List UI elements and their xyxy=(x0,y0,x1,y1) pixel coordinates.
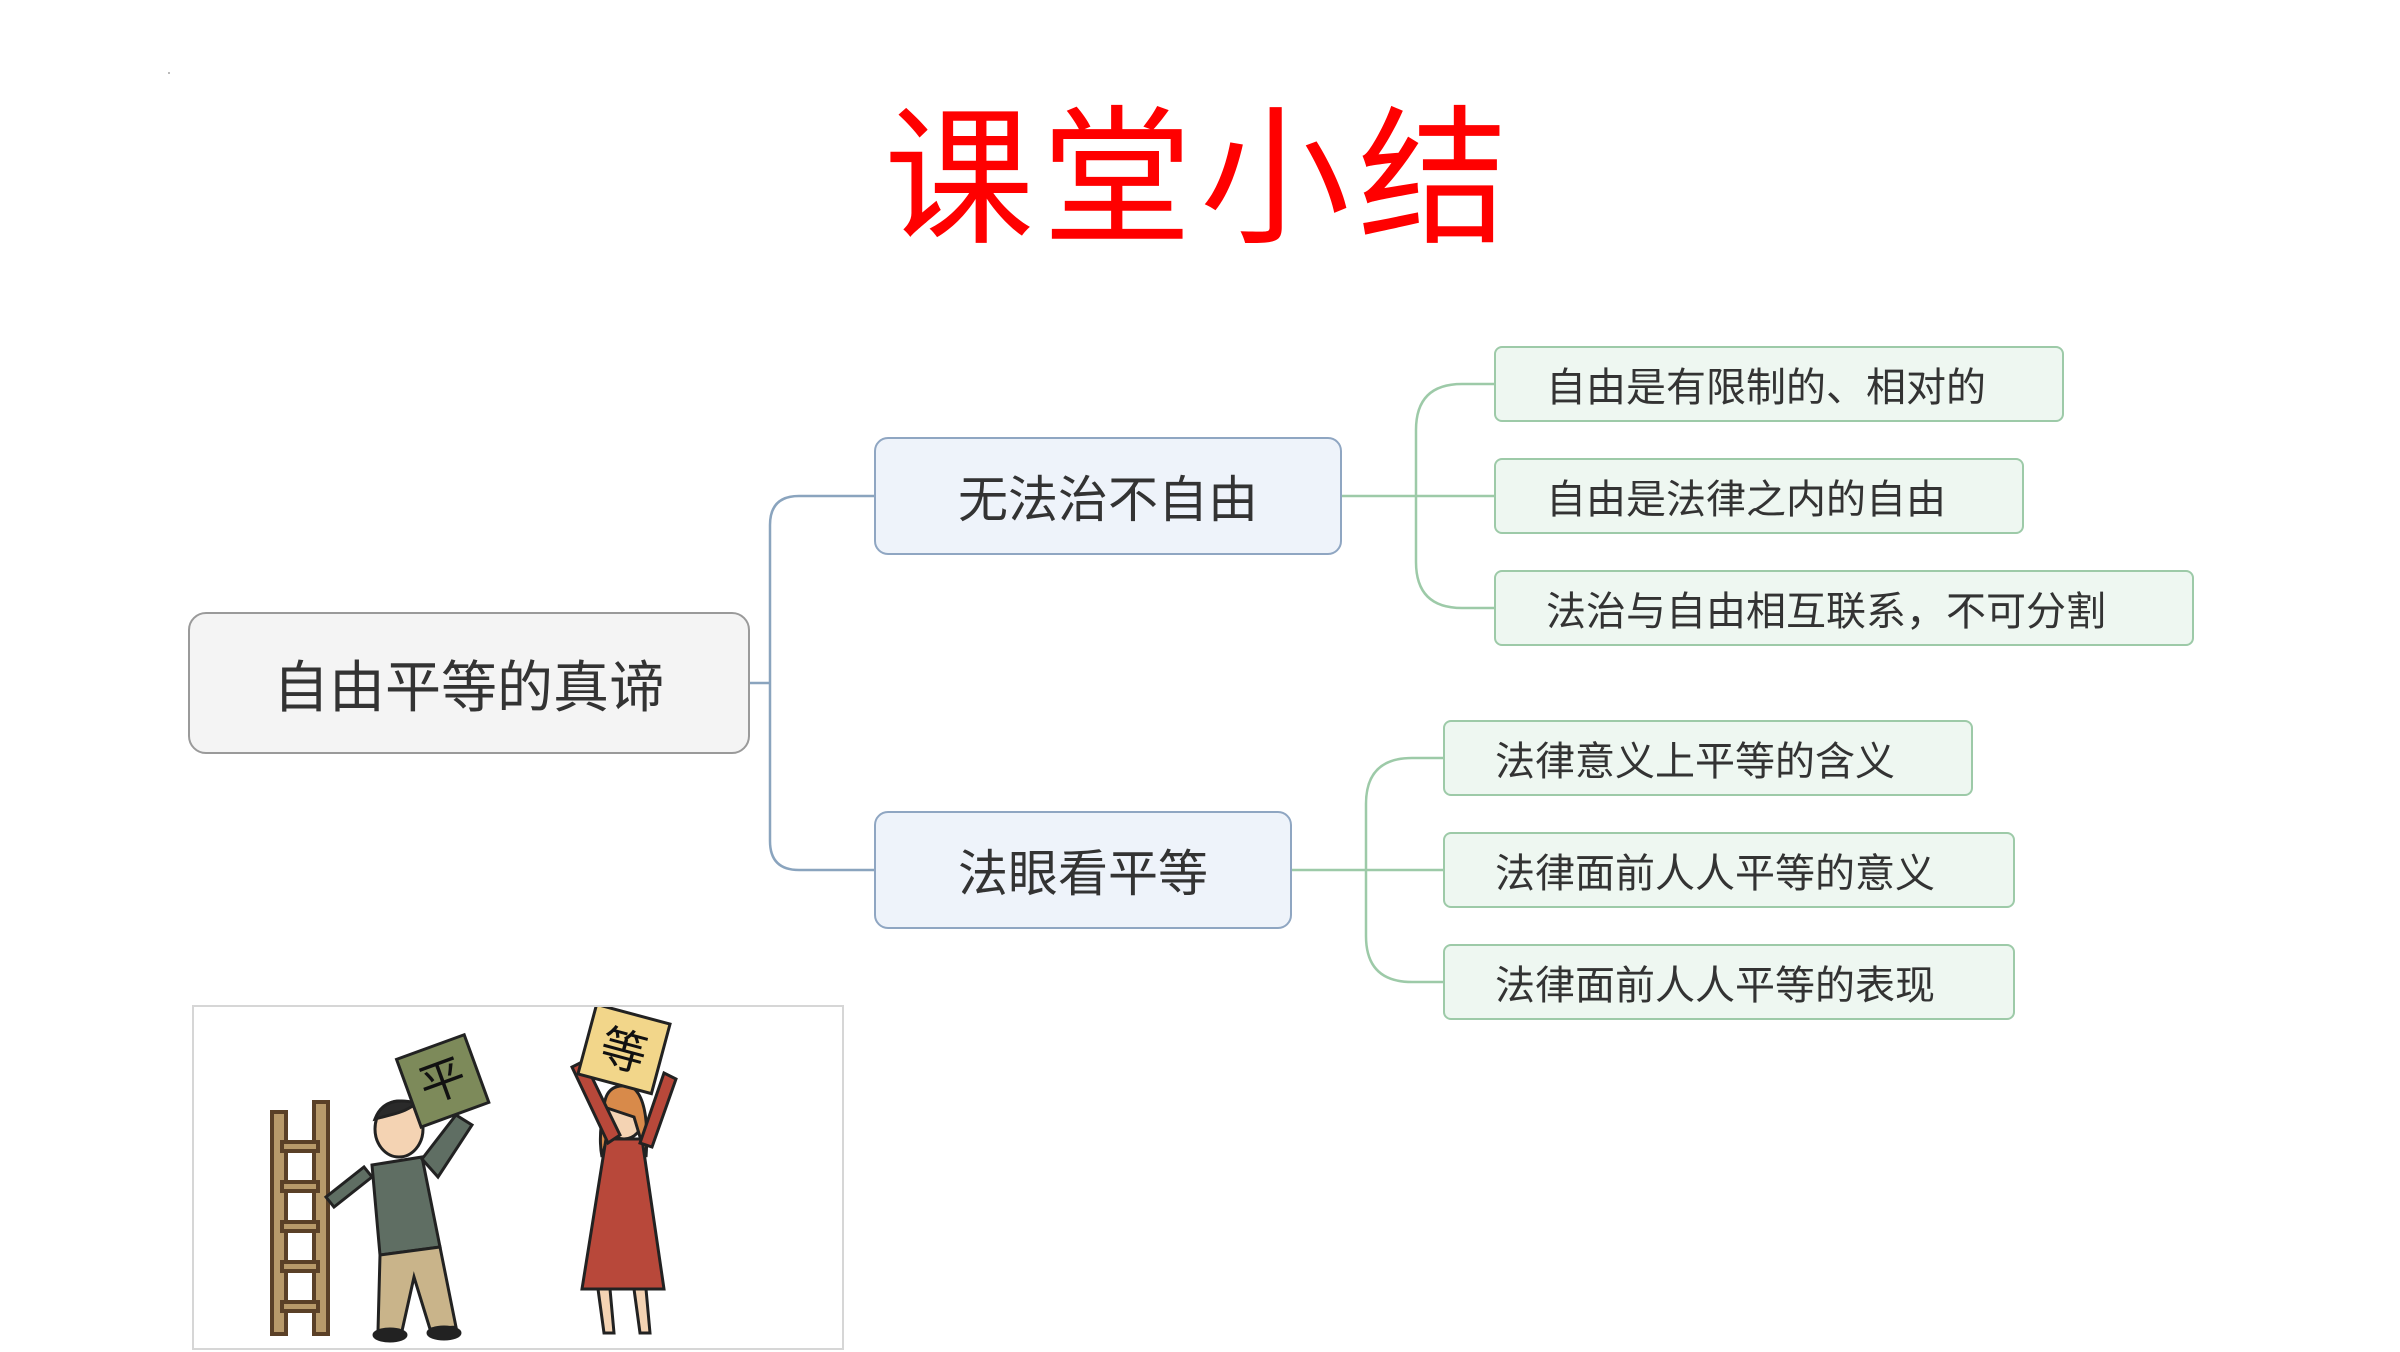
sign-right-icon: 等 xyxy=(576,1002,672,1096)
leaf-rule-of-law-freedom: 法治与自由相互联系，不可分割 xyxy=(1494,570,2194,646)
cartoon-illustration: 平 等 xyxy=(192,1002,844,1350)
mindmap-root: 自由平等的真谛 xyxy=(188,612,750,754)
leaf-freedom-within-law: 自由是法律之内的自由 xyxy=(1494,458,2024,534)
ladder-icon xyxy=(270,1100,330,1336)
sign-left-icon: 平 xyxy=(394,1032,491,1129)
man-figure xyxy=(323,1099,475,1343)
stray-dot xyxy=(168,72,170,74)
page-title: 课堂小结 xyxy=(883,93,1516,267)
leaf-freedom-limited: 自由是有限制的、相对的 xyxy=(1494,346,2064,422)
leaf-equality-meaning: 法律意义上平等的含义 xyxy=(1443,720,1973,796)
leaf-equality-manifestation: 法律面前人人平等的表现 xyxy=(1443,944,2015,1020)
branch-equality: 法眼看平等 xyxy=(874,811,1292,929)
branch-freedom: 无法治不自由 xyxy=(874,437,1342,555)
woman-figure xyxy=(570,1058,678,1335)
leaf-equality-significance: 法律面前人人平等的意义 xyxy=(1443,832,2015,908)
